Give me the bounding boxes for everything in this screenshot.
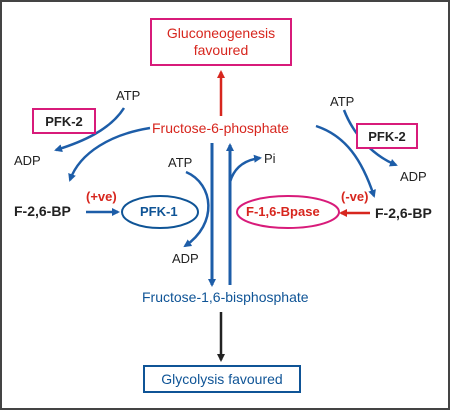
- pfk2-left-label: PFK-2: [45, 113, 83, 129]
- right-negative-effect: (-ve): [341, 189, 369, 204]
- right-atp-label: ATP: [330, 94, 355, 109]
- fructose-1-6-bisphosphate-label: Fructose-1,6-bisphosphate: [142, 289, 309, 305]
- pfk2-left-box: PFK-2: [32, 108, 96, 134]
- gluconeogenesis-line2: favoured: [193, 42, 249, 58]
- glycolysis-box: Glycolysis favoured: [143, 365, 301, 393]
- arrow-left-f6p-f26bp: [68, 126, 151, 182]
- bpase-ellipse: [236, 195, 340, 229]
- glycolysis-label: Glycolysis favoured: [161, 371, 283, 387]
- pfk1-ellipse: [121, 195, 199, 229]
- fructose-6-phosphate-label: Fructose-6-phosphate: [152, 120, 289, 136]
- center-pi-label: Pi: [264, 151, 276, 166]
- gluconeogenesis-line1: Gluconeogenesis: [166, 25, 276, 41]
- arrow-center-pi: [228, 154, 262, 183]
- pfk2-right-box: PFK-2: [356, 123, 418, 149]
- right-f26bp-label: F-2,6-BP: [375, 205, 432, 221]
- center-adp-label: ADP: [172, 251, 199, 266]
- pfk2-right-label: PFK-2: [368, 128, 406, 144]
- left-f26bp-label: F-2,6-BP: [14, 203, 71, 219]
- arrow-right-f6p-f26bp: [315, 124, 376, 198]
- right-adp-label: ADP: [400, 169, 427, 184]
- gluconeogenesis-box: Gluconeogenesis favoured: [150, 18, 292, 66]
- arrow-left-atp-adp: [54, 107, 126, 153]
- arrow-center-atp-adp: [183, 170, 210, 248]
- center-atp-label: ATP: [168, 155, 193, 170]
- left-adp-label: ADP: [14, 153, 41, 168]
- left-positive-effect: (+ve): [86, 189, 117, 204]
- f16bpase-label: F-1,6-Bpase: [246, 204, 320, 219]
- left-atp-label: ATP: [116, 88, 141, 103]
- pfk1-label: PFK-1: [140, 204, 178, 219]
